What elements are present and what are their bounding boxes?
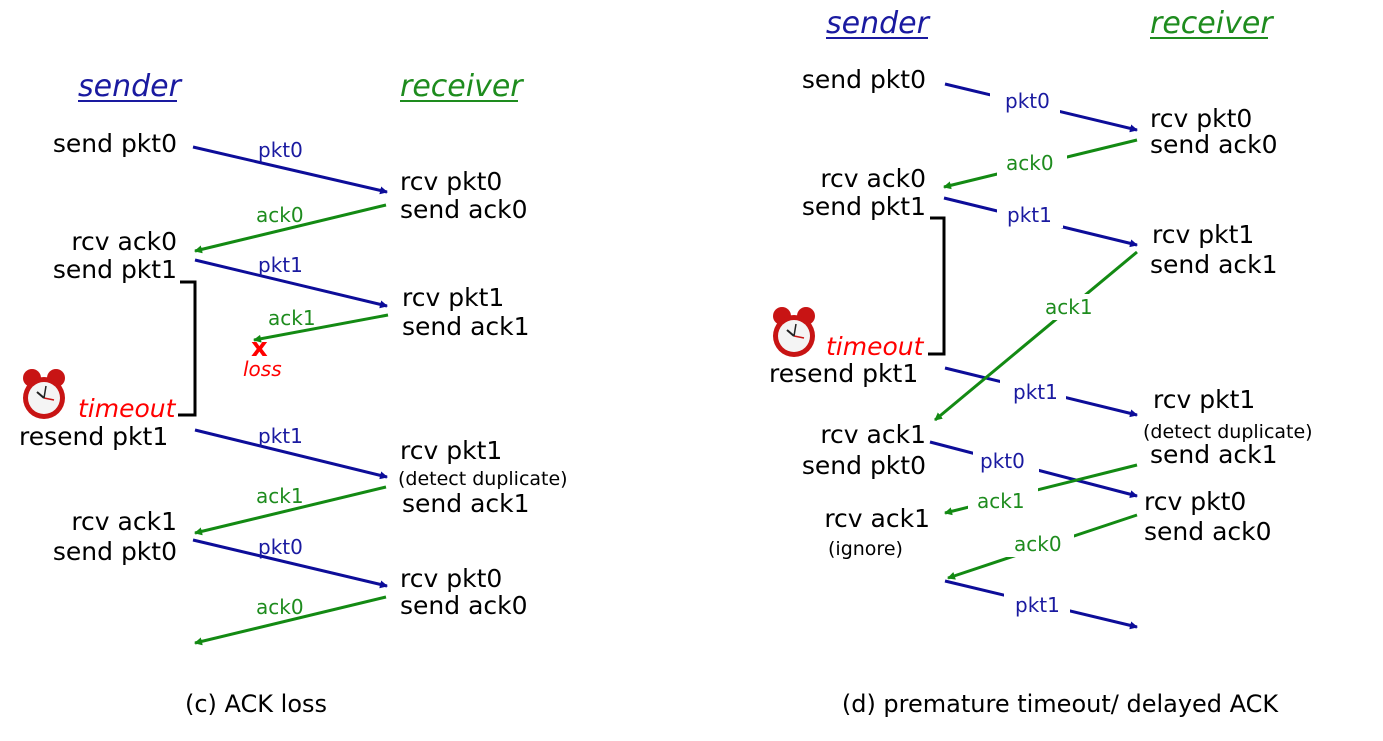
- message-label: ack0: [1006, 151, 1054, 175]
- receiver-event: rcv pkt0: [400, 564, 502, 593]
- receiver-event: rcv pkt0: [1144, 487, 1246, 516]
- message-label: ack0: [256, 203, 304, 227]
- message-label: ack1: [268, 306, 316, 330]
- receiver-event: send ack0: [400, 195, 528, 224]
- message-label: ack0: [256, 595, 304, 619]
- receiver-event: send ack0: [1150, 130, 1278, 159]
- sender-event: rcv ack0: [71, 227, 177, 256]
- ack-arrow: [253, 313, 389, 343]
- receiver-event: rcv pkt1: [1152, 220, 1254, 249]
- receiver-header: receiver: [400, 69, 524, 104]
- timeout-label: timeout: [78, 394, 177, 423]
- sender-event: resend pkt1: [769, 359, 918, 388]
- timeout-label: timeout: [826, 332, 925, 361]
- receiver-header: receiver: [1150, 6, 1274, 41]
- receiver-event: rcv pkt0: [400, 167, 502, 196]
- sender-event: send pkt0: [802, 451, 926, 480]
- receiver-event: send ack0: [400, 591, 528, 620]
- receiver-event: send ack1: [402, 312, 530, 341]
- message-label: pkt1: [258, 424, 303, 448]
- message-label: pkt1: [1015, 593, 1060, 617]
- receiver-note: (detect duplicate): [1143, 421, 1313, 443]
- packet-arrow: [194, 428, 388, 480]
- sender-header: sender: [78, 69, 183, 104]
- sender-event: send pkt1: [53, 255, 177, 284]
- receiver-event: send ack1: [1150, 250, 1278, 279]
- sender-note: (ignore): [828, 538, 903, 560]
- receiver-event: send ack1: [1150, 440, 1278, 469]
- sender-event: send pkt0: [53, 537, 177, 566]
- message-label: pkt1: [1007, 203, 1052, 227]
- message-label: ack1: [256, 484, 304, 508]
- caption: (c) ACK loss: [185, 690, 327, 718]
- sender-event: resend pkt1: [19, 422, 168, 451]
- sender-event: send pkt0: [53, 129, 177, 158]
- timeout-bracket: [928, 216, 946, 356]
- sender-event: send pkt0: [802, 65, 926, 94]
- ack-arrow: [194, 203, 387, 254]
- message-label: ack1: [977, 489, 1025, 513]
- message-label: ack0: [1014, 532, 1062, 556]
- ack-arrow: [194, 485, 387, 536]
- receiver-event: rcv pkt1: [1153, 385, 1255, 414]
- loss-x-icon: x: [251, 333, 268, 363]
- message-label: ack1: [1045, 295, 1093, 319]
- sender-event: rcv ack1: [820, 420, 926, 449]
- sender-event: send pkt1: [802, 192, 926, 221]
- receiver-event: send ack1: [402, 489, 530, 518]
- message-label: pkt1: [258, 253, 303, 277]
- message-label: pkt1: [1013, 380, 1058, 404]
- caption: (d) premature timeout/ delayed ACK: [842, 690, 1280, 718]
- sender-event: rcv ack1: [824, 504, 930, 533]
- panel-premature-timeout: sender receiver send pkt0 rcv ack0 send …: [769, 6, 1313, 718]
- sender-header: sender: [826, 6, 931, 41]
- sender-event: rcv ack0: [820, 164, 926, 193]
- loss-label: loss: [243, 357, 282, 381]
- message-label: pkt0: [1005, 89, 1050, 113]
- packet-arrow: [192, 538, 388, 589]
- receiver-event: rcv pkt1: [400, 436, 502, 465]
- ack-arrow: [194, 595, 387, 646]
- packet-arrow: [192, 145, 388, 195]
- sender-event: rcv ack1: [71, 507, 177, 536]
- message-label: pkt0: [980, 449, 1025, 473]
- alarm-clock-icon: [772, 306, 816, 358]
- message-label: pkt0: [258, 138, 303, 162]
- receiver-event: rcv pkt0: [1150, 104, 1252, 133]
- receiver-event: rcv pkt1: [402, 283, 504, 312]
- receiver-note: (detect duplicate): [398, 468, 568, 490]
- panel-ack-loss: sender receiver send pkt0 rcv ack0 send …: [19, 69, 568, 718]
- alarm-clock-icon: [22, 368, 66, 420]
- packet-arrow: [194, 258, 388, 309]
- message-label: pkt0: [258, 535, 303, 559]
- timeout-bracket: [178, 280, 197, 417]
- receiver-event: send ack0: [1144, 517, 1272, 546]
- ack-arrow: [934, 250, 1138, 422]
